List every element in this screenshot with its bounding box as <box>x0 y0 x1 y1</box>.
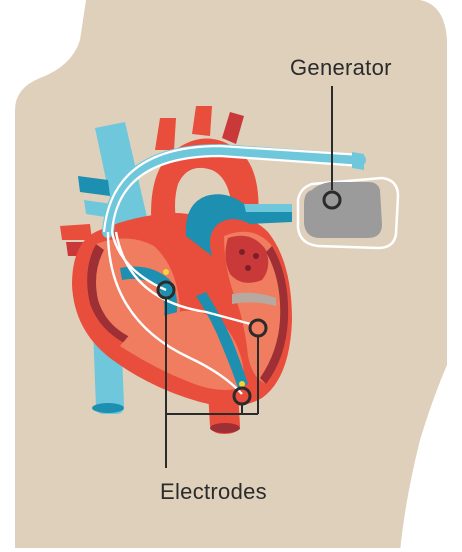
lead-tube-end <box>352 152 364 170</box>
inferior-vena-cava-opening <box>92 403 124 413</box>
electrodes-label: Electrodes <box>160 479 267 505</box>
electrode-tip-right-ventricle <box>239 381 245 387</box>
electrode-tip-atrium <box>163 269 169 275</box>
pulmonary-vein-hole-3 <box>245 265 251 271</box>
generator-label: Generator <box>290 55 392 81</box>
pulmonary-vein-stub-1 <box>60 224 92 240</box>
electrode-ring-left-ventricle <box>250 320 266 336</box>
pulmonary-vein-hole-1 <box>239 249 245 255</box>
pulmonary-vein-hole-2 <box>253 253 259 259</box>
descending-aorta-opening <box>210 423 240 433</box>
generator-device <box>304 182 382 238</box>
pulmonary-trunk-highlight <box>244 204 292 212</box>
